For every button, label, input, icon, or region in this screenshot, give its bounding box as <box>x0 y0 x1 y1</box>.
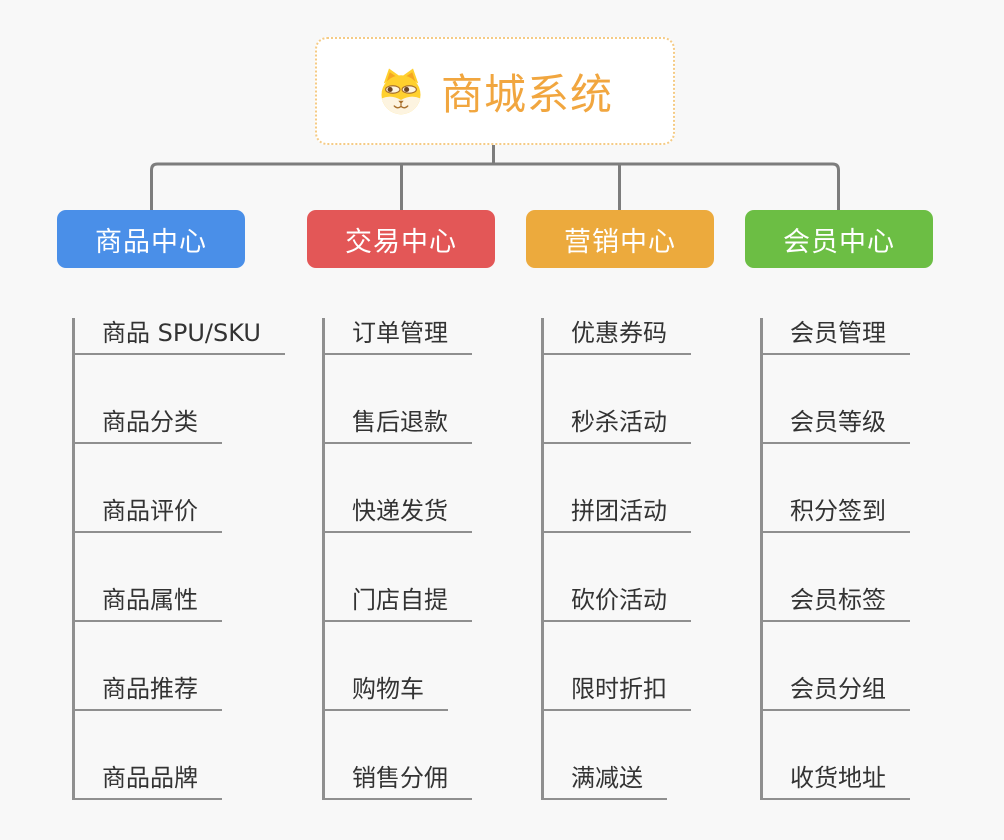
branch-column-2: 营销中心 优惠券码秒杀活动拼团活动砍价活动限时折扣满减送 <box>526 210 714 800</box>
leaf-item[interactable]: 商品属性 <box>75 585 222 622</box>
leaf-item[interactable]: 快递发货 <box>325 496 472 533</box>
branch-node[interactable]: 会员中心 <box>745 210 933 268</box>
leaf-item[interactable]: 销售分佣 <box>325 763 472 800</box>
leaf-item[interactable]: 积分签到 <box>763 496 910 533</box>
branch-leaf-list: 优惠券码秒杀活动拼团活动砍价活动限时折扣满减送 <box>541 318 714 800</box>
branch-column-0: 商品中心 商品 SPU/SKU 商品分类商品评价商品属性商品推荐商品品牌 <box>57 210 285 800</box>
leaf-item[interactable]: 限时折扣 <box>544 674 691 711</box>
leaf-item[interactable]: 商品品牌 <box>75 763 222 800</box>
leaf-item[interactable]: 优惠券码 <box>544 318 691 355</box>
tree-connector-lines <box>150 145 840 210</box>
leaf-item[interactable]: 会员分组 <box>763 674 910 711</box>
doge-dog-icon <box>381 68 421 115</box>
branch-leaf-list: 订单管理售后退款快递发货门店自提购物车销售分佣 <box>322 318 495 800</box>
branch-node[interactable]: 交易中心 <box>307 210 495 268</box>
leaf-item[interactable]: 会员管理 <box>763 318 910 355</box>
root-node[interactable]: 商城系统 <box>315 37 675 145</box>
leaf-item[interactable]: 商品推荐 <box>75 674 222 711</box>
leaf-item[interactable]: 会员等级 <box>763 407 910 444</box>
leaf-item[interactable]: 订单管理 <box>325 318 472 355</box>
leaf-item[interactable]: 满减送 <box>544 763 667 800</box>
leaf-item[interactable]: 拼团活动 <box>544 496 691 533</box>
branch-node[interactable]: 商品中心 <box>57 210 245 268</box>
leaf-item[interactable]: 售后退款 <box>325 407 472 444</box>
branch-column-1: 交易中心 订单管理售后退款快递发货门店自提购物车销售分佣 <box>307 210 495 800</box>
leaf-item[interactable]: 商品 SPU/SKU <box>75 318 285 355</box>
branch-column-3: 会员中心 会员管理会员等级积分签到会员标签会员分组收货地址 <box>745 210 933 800</box>
leaf-item[interactable]: 会员标签 <box>763 585 910 622</box>
leaf-item[interactable]: 购物车 <box>325 674 448 711</box>
branch-leaf-list: 商品 SPU/SKU 商品分类商品评价商品属性商品推荐商品品牌 <box>72 318 285 800</box>
leaf-item[interactable]: 收货地址 <box>763 763 910 800</box>
leaf-item[interactable]: 砍价活动 <box>544 585 691 622</box>
leaf-item[interactable]: 商品评价 <box>75 496 222 533</box>
root-title: 商城系统 <box>440 69 613 119</box>
leaf-item[interactable]: 门店自提 <box>325 585 472 622</box>
branch-leaf-list: 会员管理会员等级积分签到会员标签会员分组收货地址 <box>760 318 933 800</box>
leaf-item[interactable]: 商品分类 <box>75 407 222 444</box>
leaf-item[interactable]: 秒杀活动 <box>544 407 691 444</box>
branch-node[interactable]: 营销中心 <box>526 210 714 268</box>
